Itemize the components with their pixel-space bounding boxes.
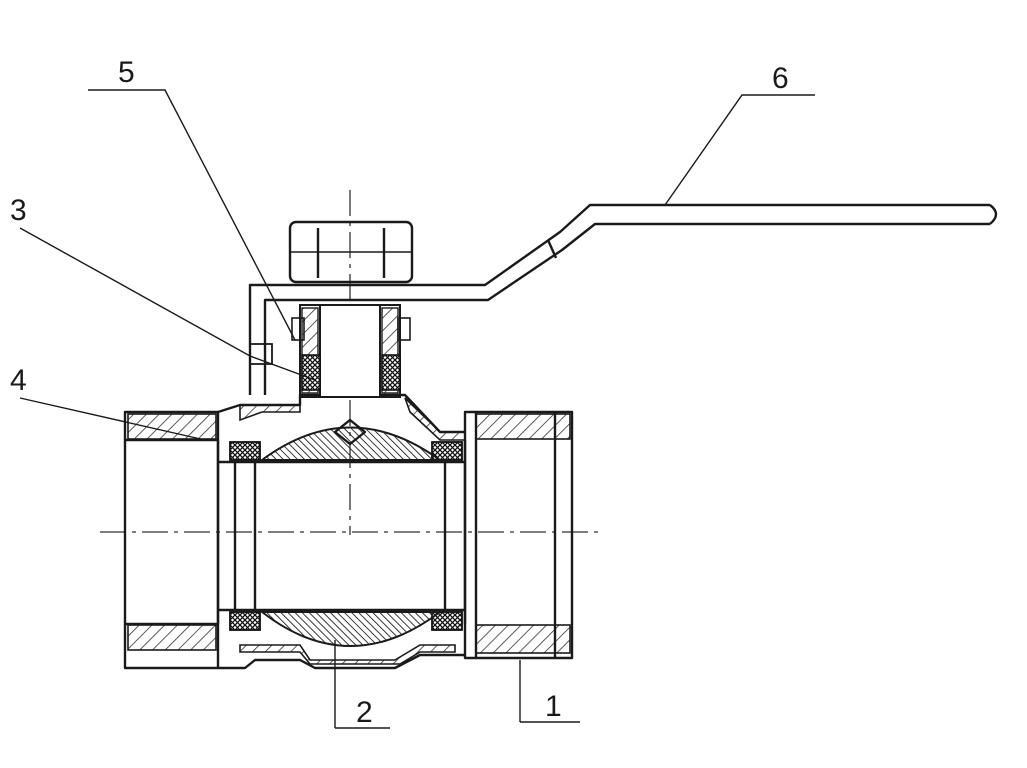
- callout-5: 5: [118, 56, 135, 89]
- callout-6: 6: [772, 62, 789, 95]
- hex-nut: [288, 220, 414, 284]
- stem-assembly: [291, 304, 411, 398]
- callout-3: 3: [10, 194, 27, 227]
- seat-rings: [229, 441, 463, 631]
- leader-lines: [19, 89, 815, 729]
- callout-1: 1: [545, 690, 562, 723]
- ball: [258, 418, 444, 647]
- valve-body: [123, 393, 574, 670]
- callout-2: 2: [356, 696, 373, 729]
- callout-labels: 5 3 4 6 2 1: [10, 56, 789, 729]
- callout-4: 4: [10, 364, 27, 397]
- lever-handle: [248, 203, 998, 395]
